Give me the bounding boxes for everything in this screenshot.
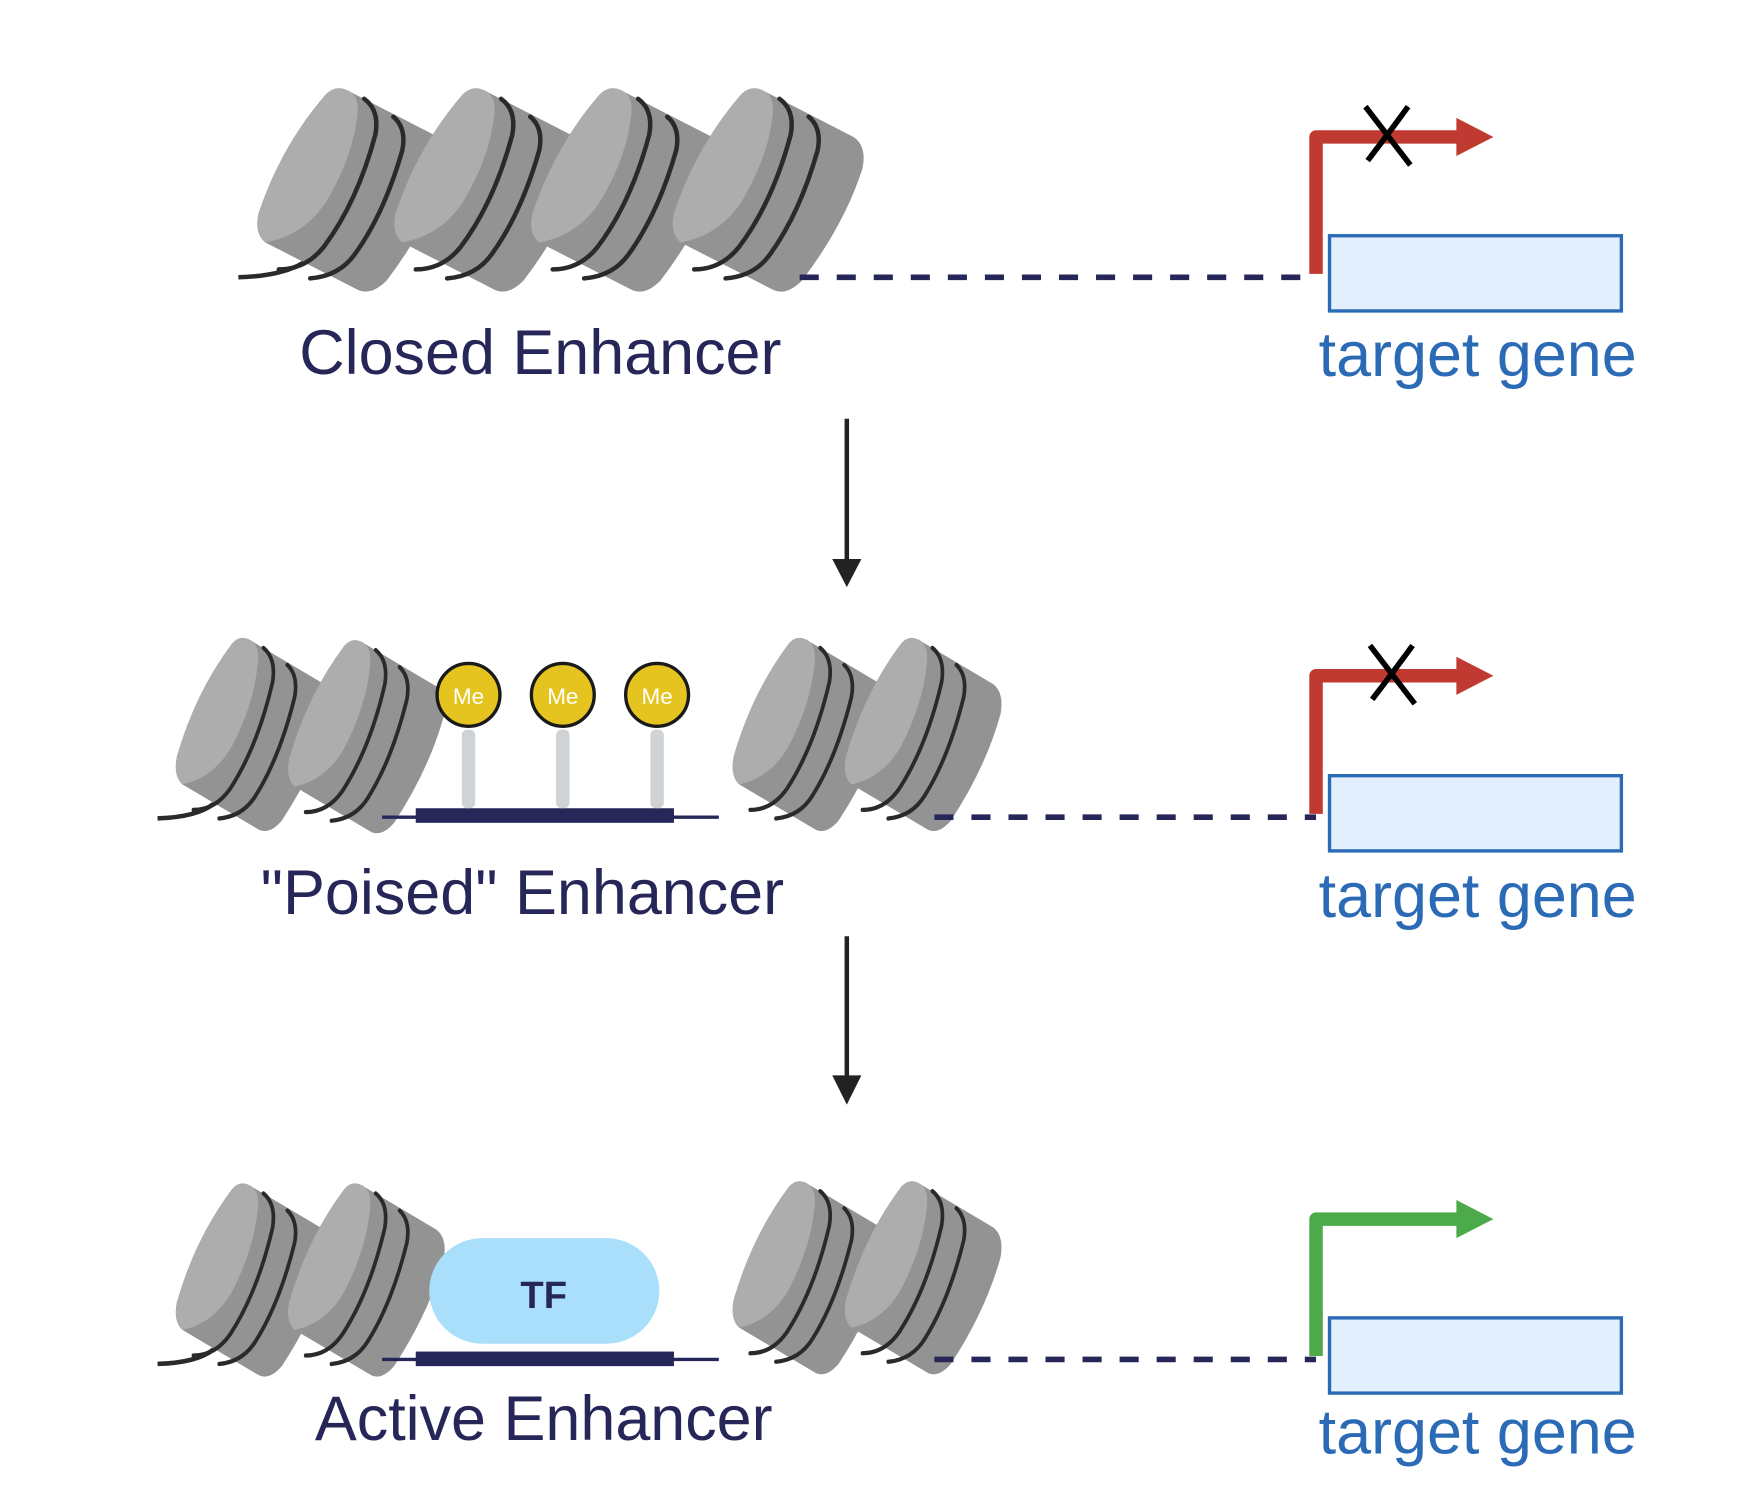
down-arrow-icon [832,1075,862,1105]
transition-arrow-1 [832,418,862,588]
methyl-mark [435,661,502,728]
methyl-marks: Me Me Me [435,661,691,809]
nucleosome-array-left [157,638,445,833]
dna-strand [157,801,216,821]
nucleosome-array-right [733,638,1002,831]
enhancer-region [415,1351,674,1367]
dna-strand [238,260,305,280]
transcription-factor [429,1238,660,1344]
nucleosome [845,1181,1002,1374]
tf-label: TF [520,1274,567,1317]
gene-label: target gene [1319,1398,1637,1468]
gene-label: target gene [1319,861,1637,931]
methyl-stalk [461,729,476,809]
panel-poised-enhancer: Me Me Me "Poised" Enhancer target gene [157,638,1637,931]
enhancer-label: "Poised" Enhancer [261,858,784,928]
promoter-arrow-active [1309,1212,1460,1357]
methyl-mark [623,661,691,728]
nucleosome-array-left [157,1183,445,1376]
gene-box [1327,234,1624,313]
nucleosome [845,638,1002,831]
bent-arrow-icon [1456,1200,1494,1239]
gene-box [1327,1316,1624,1395]
promoter-arrow-inactive [1309,669,1460,814]
methyl-label: Me [642,684,673,709]
methyl-label: Me [453,684,484,709]
enhancer-region [415,808,674,823]
bent-arrow-icon [1456,656,1494,695]
methyl-stalk [556,729,570,809]
promoter-arrow-inactive [1309,130,1460,274]
nucleosome [673,88,864,291]
nucleosome-array [238,88,863,291]
nucleosome [288,1183,445,1376]
enhancer-label: Closed Enhancer [299,318,781,388]
enhancer-label: Active Enhancer [315,1384,773,1454]
dna-strand [157,1347,216,1367]
nucleosome [288,640,445,833]
gene-box [1327,774,1624,853]
panel-active-enhancer: TF Active Enhancer target gene [157,1181,1637,1468]
methyl-mark [529,661,596,728]
down-arrow-icon [832,559,862,588]
transition-arrow-2 [832,936,862,1105]
panel-closed-enhancer: Closed Enhancer target gene [238,88,1637,390]
methyl-stalk [650,729,664,809]
methyl-label: Me [547,684,578,709]
bent-arrow-icon [1456,117,1494,157]
nucleosome-array-right [733,1181,1002,1374]
gene-label: target gene [1319,320,1637,390]
